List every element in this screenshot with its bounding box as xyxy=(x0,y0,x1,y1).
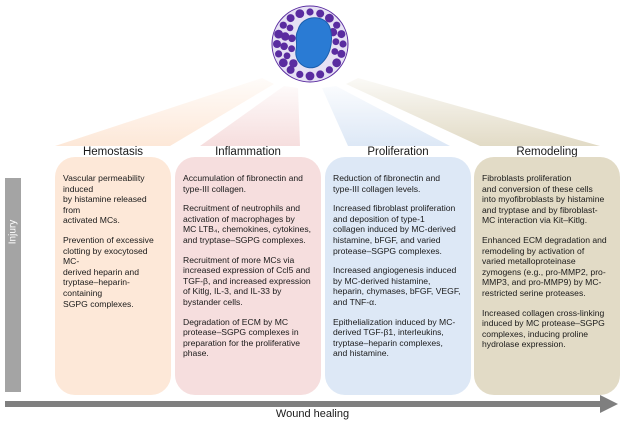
granule xyxy=(289,59,298,68)
granule xyxy=(286,65,295,74)
proliferation-box: Reduction of fibronectin and type-III co… xyxy=(325,157,471,395)
inflammation-text-1: Accumulation of fibronectin and type-III… xyxy=(183,173,303,194)
inflammation-text-3: Recruitment of more MCs via increased ex… xyxy=(183,254,311,307)
hemostasis-text-1: Vascular permeability induced by histami… xyxy=(63,173,147,226)
phase-title-hemostasis: Hemostasis xyxy=(82,146,144,158)
granule xyxy=(273,40,281,48)
hemostasis-text-2: Prevention of excessive clotting by exoc… xyxy=(63,234,154,309)
granule xyxy=(332,38,340,46)
granule xyxy=(280,42,288,51)
proliferation-text-3: Increased angiogenesis induced by MC-der… xyxy=(333,265,461,307)
granule xyxy=(283,52,291,60)
phase-title-inflammation: Inflammation xyxy=(215,146,281,158)
ray-remodeling xyxy=(346,78,600,146)
granule xyxy=(274,29,283,39)
mast-cell-granules xyxy=(273,8,347,81)
granule xyxy=(281,32,290,41)
granule xyxy=(325,13,334,23)
injury-label: Injury xyxy=(7,219,19,245)
remodeling-box: Fibroblasts proliferation and conversion… xyxy=(474,157,620,395)
granule xyxy=(288,45,295,53)
remodeling-text-1: Fibroblasts proliferation and conversion… xyxy=(482,173,605,226)
granule xyxy=(278,58,288,68)
granule xyxy=(286,14,295,23)
proliferation-text-4: Epithelialization induced by MC- derived… xyxy=(333,316,456,359)
proliferation-text-2: Increased fibroblast proliferation and d… xyxy=(333,203,456,256)
granule xyxy=(316,70,325,79)
granule xyxy=(337,30,346,39)
remodeling-text-2: Enhanced ECM degradation and remodeling … xyxy=(482,234,607,298)
granule xyxy=(295,9,305,18)
remodeling-text-3: Increased collagen cross-linking induced… xyxy=(482,307,605,350)
granule xyxy=(279,21,287,29)
hemostasis-box: Vascular permeability induced by histami… xyxy=(55,157,171,395)
granule xyxy=(337,49,346,58)
inflammation-box: Accumulation of fibronectin and type-III… xyxy=(175,157,321,395)
granule xyxy=(333,21,341,29)
granule xyxy=(331,48,339,55)
granule xyxy=(325,66,333,74)
proliferation-text-1: Reduction of fibronectin and type-III co… xyxy=(333,173,441,194)
granule xyxy=(339,40,347,48)
granule xyxy=(286,24,294,32)
granule xyxy=(316,9,325,18)
granule xyxy=(306,8,314,16)
granule xyxy=(288,34,296,43)
wound-healing-label: Wound healing xyxy=(275,408,350,420)
inflammation-text-4: Degradation of ECM by MC protease–SGPG c… xyxy=(183,316,301,359)
injury-bar xyxy=(5,178,21,392)
granule xyxy=(332,58,342,68)
ray-inflammation xyxy=(200,86,300,146)
mast-cell-illustration xyxy=(271,5,349,83)
phase-title-remodeling: Remodeling xyxy=(516,146,578,158)
ray-proliferation xyxy=(322,86,450,146)
granule xyxy=(305,71,315,81)
wound-healing-arrow xyxy=(5,395,618,413)
granule xyxy=(296,70,304,78)
inflammation-text-2: Recruitment of neutrophils and activatio… xyxy=(183,203,311,245)
phase-title-proliferation: Proliferation xyxy=(367,146,429,158)
ray-hemostasis xyxy=(55,78,274,146)
granule xyxy=(275,50,283,58)
mast-cell-nucleus xyxy=(295,17,332,69)
